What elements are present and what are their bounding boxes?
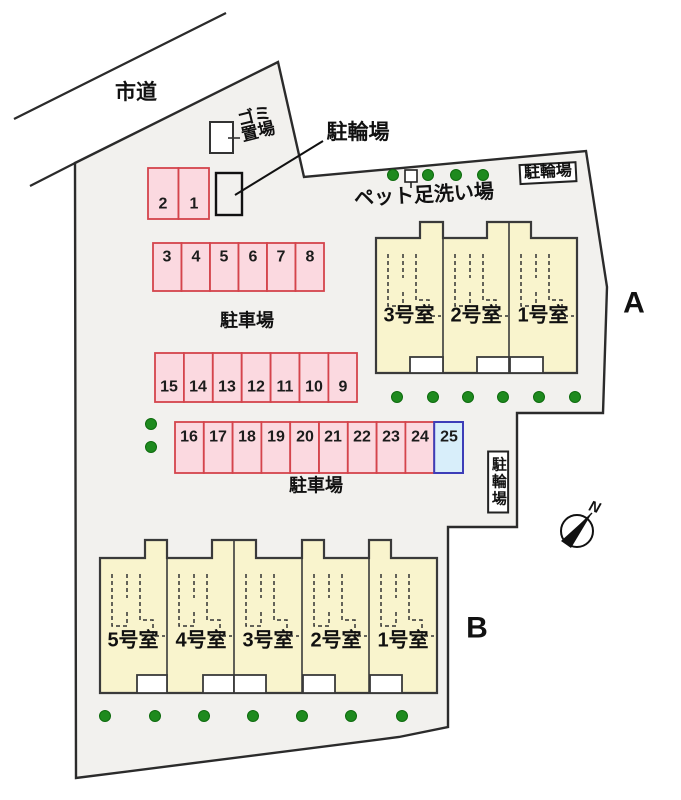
- garbage-area-icon: [209, 121, 240, 154]
- space-14: 14: [189, 378, 207, 396]
- space-9: 9: [338, 378, 348, 396]
- building-a-letter: A: [623, 286, 645, 320]
- unit-b-2: 2号室: [310, 629, 362, 652]
- space-17: 17: [209, 428, 227, 446]
- garbage-area-label: ゴミ 置場: [235, 102, 277, 146]
- building-b: [98, 538, 439, 695]
- building-a: [374, 220, 579, 375]
- bicycle-annotation-line: [234, 140, 324, 196]
- bicycle-shed-outline: [214, 171, 244, 217]
- road-lower-edge: [29, 161, 78, 187]
- north-compass-icon: N: [560, 498, 604, 548]
- bicycle-parking-sign-side: 駐輪場: [487, 450, 509, 514]
- space-25-label: 25: [440, 428, 458, 446]
- parking-lot-label-lower: 駐車場: [289, 475, 343, 496]
- parking-row-top: [147, 167, 210, 220]
- unit-b-1: 1号室: [377, 629, 429, 652]
- pet-wash-icon: [404, 169, 418, 188]
- space-15: 15: [160, 378, 178, 396]
- space-16: 16: [180, 428, 198, 446]
- parking-row-middle: [154, 352, 358, 403]
- space-4: 4: [191, 248, 201, 266]
- parking-row-upper: [152, 242, 325, 292]
- space-24: 24: [411, 428, 429, 446]
- road-upper-edge: [13, 12, 227, 120]
- unit-b-5: 5号室: [107, 629, 159, 652]
- space-2: 2: [158, 195, 168, 213]
- space-8: 8: [305, 248, 315, 266]
- space-10: 10: [305, 378, 323, 396]
- space-5: 5: [219, 248, 229, 266]
- building-b-letter: B: [466, 611, 488, 645]
- parking-lot-label-upper: 駐車場: [220, 310, 274, 331]
- unit-a-2: 2号室: [450, 304, 502, 327]
- unit-a-1: 1号室: [517, 304, 569, 327]
- space-1: 1: [189, 195, 199, 213]
- space-21: 21: [324, 428, 342, 446]
- parking-space-25: [433, 421, 465, 474]
- space-18: 18: [238, 428, 256, 446]
- space-13: 13: [218, 378, 236, 396]
- space-22: 22: [353, 428, 371, 446]
- space-6: 6: [248, 248, 258, 266]
- bicycle-parking-sign-top: 駐輪場: [518, 161, 578, 185]
- road-label: 市道: [115, 80, 157, 104]
- unit-a-3: 3号室: [383, 304, 435, 327]
- north-label: N: [587, 498, 604, 518]
- space-19: 19: [267, 428, 285, 446]
- space-7: 7: [276, 248, 286, 266]
- space-3: 3: [162, 248, 172, 266]
- unit-b-3: 3号室: [242, 629, 294, 652]
- unit-b-4: 4号室: [175, 629, 227, 652]
- space-12: 12: [247, 378, 265, 396]
- space-20: 20: [296, 428, 314, 446]
- space-23: 23: [382, 428, 400, 446]
- bicycle-annotation-label: 駐輪場: [326, 120, 390, 144]
- space-11: 11: [276, 378, 294, 396]
- tree-dots: [99, 169, 581, 722]
- parking-row-lower: [174, 421, 465, 474]
